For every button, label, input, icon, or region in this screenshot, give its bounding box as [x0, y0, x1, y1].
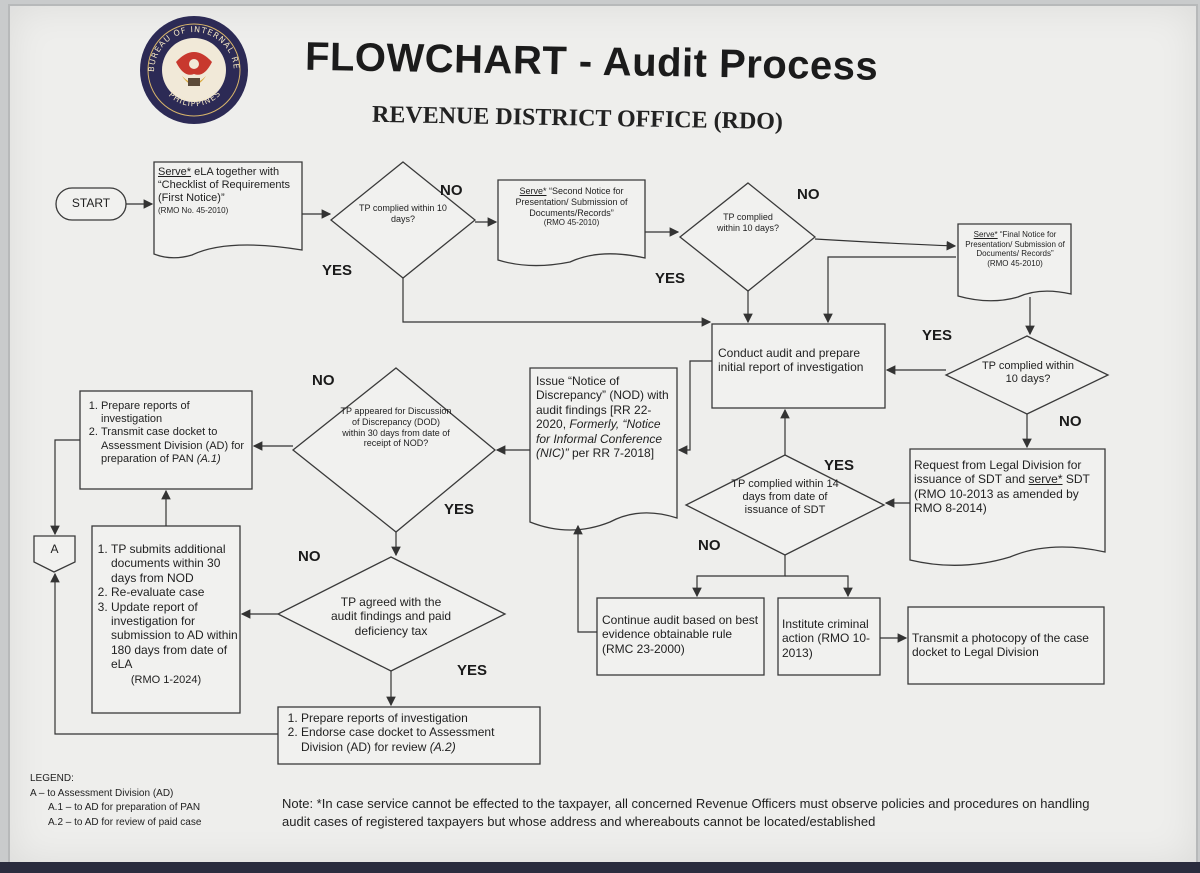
endorse-item-1: Prepare reports of investigation: [301, 711, 538, 725]
board-frame-bottom: [0, 862, 1200, 873]
legend-a2: A.2 – to AD for review of paid case: [48, 816, 202, 828]
arrow-d1-audit: [402, 278, 712, 327]
decision-d2-text: TP complied within 10 days?: [716, 212, 780, 233]
label-no-d4: NO: [698, 537, 721, 554]
resubmit-process: [91, 525, 241, 714]
nod-document: [529, 367, 678, 531]
sdt-request-document: [909, 448, 1106, 566]
transmit-legal-text: Transmit a photocopy of the case docket …: [912, 631, 1089, 660]
legend-title: LEGEND:: [30, 773, 74, 784]
arrow-pan-a: [50, 439, 80, 536]
decision-d2-diamond: [678, 182, 817, 292]
conduct-audit-text: Conduct audit and prepare initial report…: [718, 346, 864, 375]
pan-text: Prepare reports of investigationTransmit…: [84, 400, 250, 466]
label-yes-d5: YES: [444, 501, 475, 518]
conduct-audit-process: [711, 323, 886, 409]
decision-d6-text: TP agreed with the audit findings and pa…: [330, 595, 452, 638]
label-no-d1: NO: [440, 182, 463, 199]
continue-audit-text: Continue audit based on best evidence ob…: [602, 613, 759, 656]
arrow-continue-nod: [573, 524, 597, 633]
resubmit-ref: (RMO 1-2024): [130, 673, 202, 686]
decision-d4-text: TP complied within 14 days from date of …: [731, 478, 839, 517]
arrow-d4-continue: [692, 555, 786, 598]
arrow-final-audit: [823, 256, 956, 324]
legend: LEGEND: A – to Assessment Division (AD) …: [30, 772, 201, 830]
resubmit-item-2: Re-evaluate case: [111, 585, 238, 599]
label-no-d2: NO: [797, 186, 820, 203]
footnote: Note: *In case service cannot be effecte…: [282, 796, 1090, 829]
transmit-legal-process: [907, 606, 1105, 685]
label-no-d6: NO: [298, 548, 321, 565]
endorse-process: [277, 706, 541, 765]
decision-d1-text: TP complied within 10 days?: [359, 203, 447, 224]
criminal-action-process: [777, 597, 881, 676]
start-label: START: [71, 196, 111, 210]
first-notice-text: Serve* eLA together with “Checklist of R…: [158, 166, 291, 215]
pan-process: [79, 390, 253, 490]
pan-item-1: Prepare reports of investigation: [101, 400, 250, 426]
resubmit-item-1: TP submits additional documents within 3…: [111, 542, 238, 585]
pan-item-2: Transmit case docket to Assessment Divis…: [101, 426, 250, 466]
endorse-item-2: Endorse case docket to Assessment Divisi…: [301, 725, 538, 754]
label-no-d5: NO: [312, 372, 335, 389]
arrow-d2-final: [814, 238, 957, 251]
final-notice-document: [957, 223, 1072, 302]
label-yes-d6: YES: [457, 662, 488, 679]
criminal-action-text: Institute criminal action (RMO 10-2013): [782, 617, 871, 660]
connector-a-offpage: [33, 535, 76, 573]
arrow-endorse-a: [50, 572, 278, 735]
decision-d3-text: TP complied within 10 days?: [981, 360, 1075, 386]
label-no-d3: NO: [1059, 413, 1082, 430]
connector-a-label: A: [50, 542, 59, 556]
second-notice-text: Serve* “Second Notice for Presentation/ …: [515, 186, 628, 228]
label-yes-d1: YES: [322, 262, 353, 279]
final-notice-text: Serve* “Final Notice for Presentation/ S…: [965, 230, 1065, 268]
continue-audit-process: [596, 597, 765, 676]
decision-d5-text: TP appeared for Discussion of Discrepanc…: [340, 406, 452, 449]
label-yes-d3: YES: [922, 327, 953, 344]
nod-text: Issue “Notice of Discrepancy” (NOD) with…: [536, 374, 669, 460]
sdt-request-text: Request from Legal Division for issuance…: [914, 458, 1090, 516]
arrow-d4-criminal: [785, 575, 853, 598]
label-yes-d4: YES: [824, 457, 855, 474]
second-notice-document: [497, 179, 646, 267]
resubmit-item-3: Update report of investigation for submi…: [111, 600, 238, 672]
label-yes-d2: YES: [655, 270, 686, 287]
endorse-text: Prepare reports of investigationEndorse …: [284, 711, 538, 754]
legend-a: A – to Assessment Division (AD): [30, 787, 174, 799]
bir-seal-logo: BUREAU OF INTERNAL REVENUE PHILIPPINES: [138, 14, 248, 124]
arrow-audit-nod: [677, 360, 712, 455]
first-notice-document: [153, 161, 303, 259]
resubmit-text: TP submits additional documents within 3…: [94, 542, 238, 687]
legend-a1: A.1 – to AD for preparation of PAN: [48, 802, 201, 813]
